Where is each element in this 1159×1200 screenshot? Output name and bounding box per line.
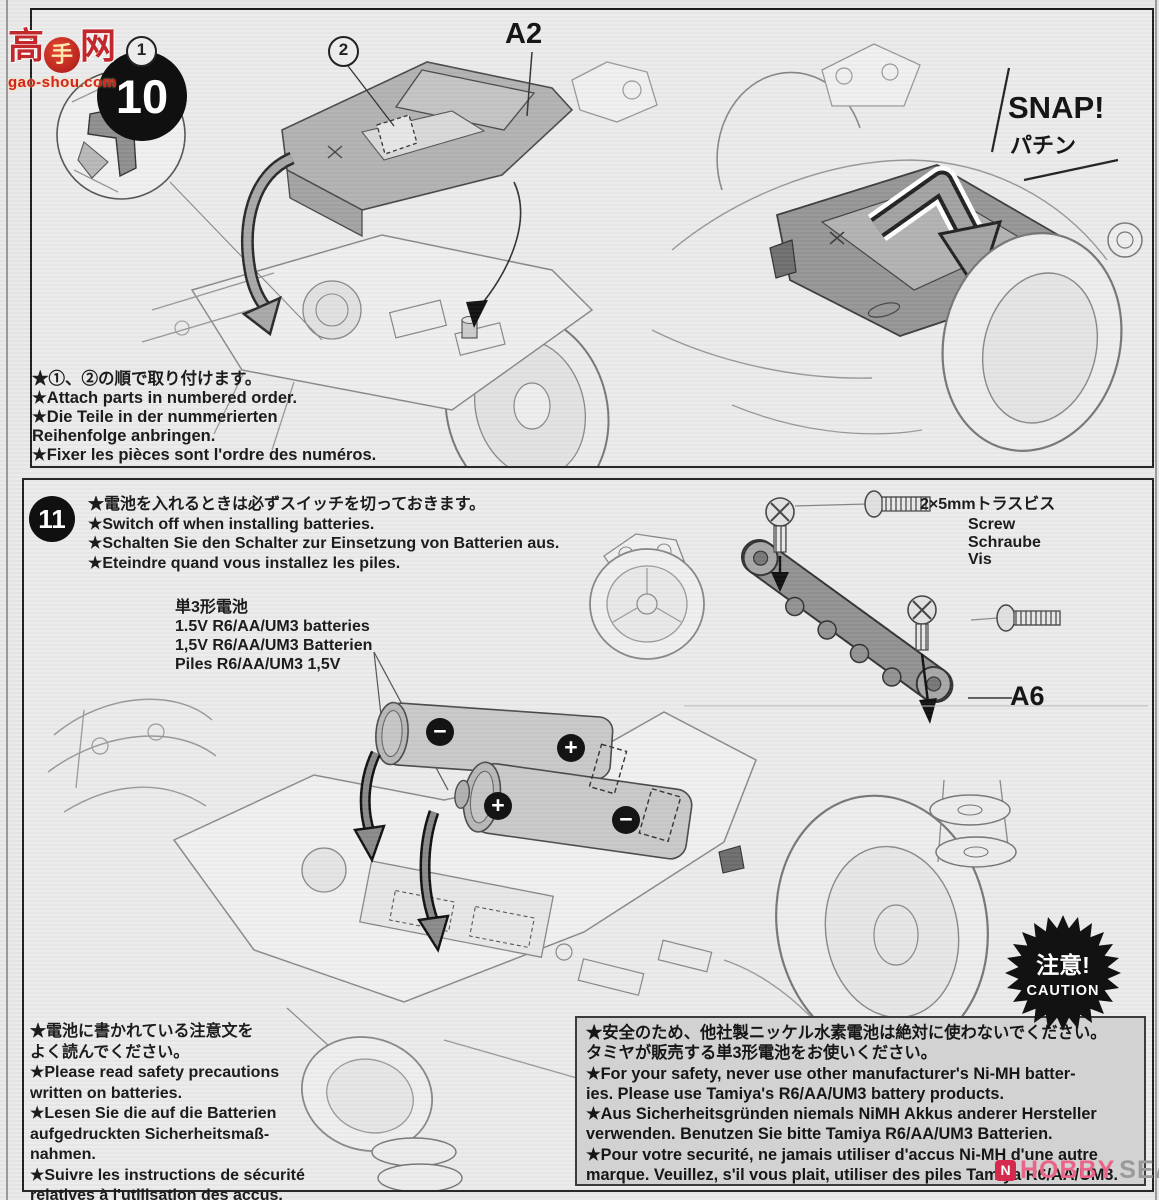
caution-badge: 注意! CAUTION (1005, 915, 1121, 1031)
battery2-plus-mark: + (484, 792, 512, 820)
scan-edge-right (1155, 0, 1157, 1200)
battery-type-label: 単3形電池 1.5V R6/AA/UM3 batteries 1,5V R6/A… (175, 599, 373, 673)
callout-2: 2 (328, 36, 359, 67)
scan-edge-left (6, 0, 8, 1200)
snap-label-jp: パチン (1010, 133, 1077, 158)
gaoshou-watermark: 高手网 gao-shou.com (8, 25, 117, 91)
hobbysearch-logo-icon: N (995, 1160, 1016, 1181)
watermark-char: 网 (80, 25, 117, 66)
hobbysearch-watermark: N HOBBY SEARCH (995, 1156, 1159, 1185)
battery2-minus-mark: − (612, 806, 640, 834)
caution-jp-text: 注意! (1036, 952, 1090, 978)
step11-number-badge: 11 (29, 496, 75, 542)
fist-logo-icon: 手 (44, 37, 81, 73)
battery1-minus-mark: − (426, 718, 454, 746)
nimh-warning-box: ★安全のため、他社製ニッケル水素電池は絶対に使わないでください。 タミヤが販売す… (575, 1016, 1146, 1186)
watermark-char: 高 (8, 25, 45, 66)
step10-notes: ★①、②の順で取り付けます。 ★Attach parts in numbered… (32, 370, 377, 464)
part-label-a6: A6 (1010, 681, 1045, 711)
watermark-url: gao-shou.com (8, 74, 117, 91)
screw-label-jp: 2×5mmトラスビス (920, 496, 1056, 513)
snap-label-en: SNAP! (1008, 90, 1105, 125)
step10-number-badge: 10 (97, 51, 187, 141)
screw-label: Screw Schraube Vis (968, 516, 1041, 568)
caution-en-text: CAUTION (1026, 983, 1099, 999)
step11-header: ★電池を入れるときは必ずスイッチを切っておきます。 ★Switch off wh… (88, 496, 560, 572)
hobbysearch-search-text: SEARCH (1119, 1156, 1159, 1184)
battery-safety-note: ★電池に書かれている注意文を よく読んでください。 ★Please read s… (30, 1023, 305, 1200)
hobbysearch-hobby-text: HOBBY (1020, 1156, 1116, 1184)
part-label-a2: A2 (505, 18, 543, 50)
battery1-plus-mark: + (557, 734, 585, 762)
callout-1: 1 (126, 36, 157, 67)
